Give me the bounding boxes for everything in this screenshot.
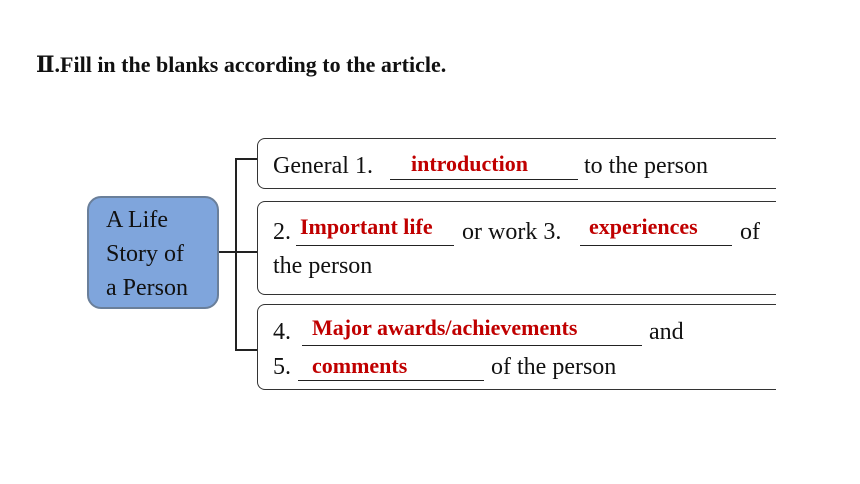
box3-suffix: of the person [491,354,617,380]
box1-prefix: General 1. [273,153,373,179]
answer-5: comments [312,353,408,378]
connector-root [219,251,236,253]
box2-line-2: the person [273,253,373,279]
connector-vertical [235,158,237,350]
connector-branch-1 [235,158,257,160]
branch-box-1 [257,138,776,189]
root-line-3: a Person [106,275,188,301]
box3-num-5: 5. [273,354,291,380]
box2-num-2: 2. [273,219,291,245]
root-node: A Life Story of a Person [87,196,219,309]
box3-num-4: 4. [273,319,291,345]
answer-4: Major awards/achievements [312,315,578,340]
answer-3: experiences [589,214,698,239]
answer-2: Important life [300,214,433,239]
blank-2[interactable] [296,245,454,246]
blank-5[interactable] [298,380,484,381]
box3-and: and [649,319,684,345]
box2-mid: or work 3. [462,219,562,245]
connector-branch-3 [235,349,257,351]
branch-box-2 [257,201,776,295]
root-line-2: Story of [106,241,184,267]
box1-suffix: to the person [584,153,708,179]
page-title: Ⅱ.Fill in the blanks according to the ar… [36,52,447,77]
branch-box-3 [257,304,776,390]
blank-1[interactable] [390,179,578,180]
answer-1: introduction [411,151,528,176]
blank-3[interactable] [580,245,732,246]
box2-tail: of [740,219,760,245]
connector-branch-2 [235,251,257,253]
root-line-1: A Life [106,207,168,233]
blank-4[interactable] [302,345,642,346]
